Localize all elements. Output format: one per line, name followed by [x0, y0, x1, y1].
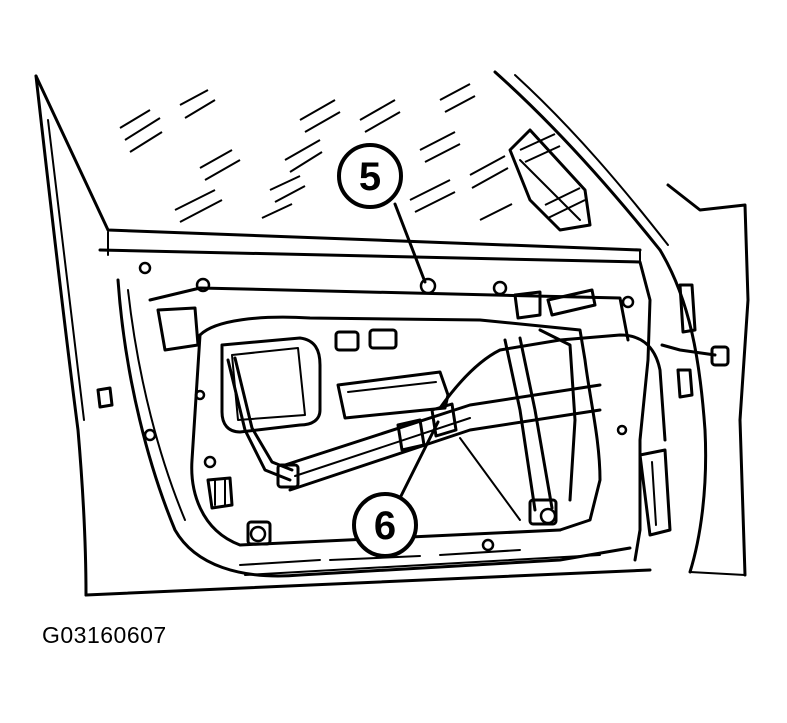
callout-6-label: 6: [374, 504, 396, 548]
callout-5-label: 5: [359, 155, 381, 199]
callout-5-circle: [337, 143, 403, 209]
wire-harness: [438, 283, 730, 537]
fastener-holes: [138, 261, 635, 552]
window-glass: [34, 70, 669, 252]
callout-6: 6: [352, 420, 440, 558]
callout-5: 5: [337, 143, 427, 284]
bottom-trim: [239, 549, 601, 576]
door-frame: [34, 74, 750, 597]
inner-panel: [96, 261, 635, 578]
callout-6-circle: [352, 492, 418, 558]
callout-6-leader: [398, 420, 440, 500]
glass-hatch: [119, 83, 586, 223]
figure-code: G03160607: [42, 622, 167, 648]
callout-5-leader: [393, 202, 427, 284]
window-regulator: [206, 328, 602, 546]
